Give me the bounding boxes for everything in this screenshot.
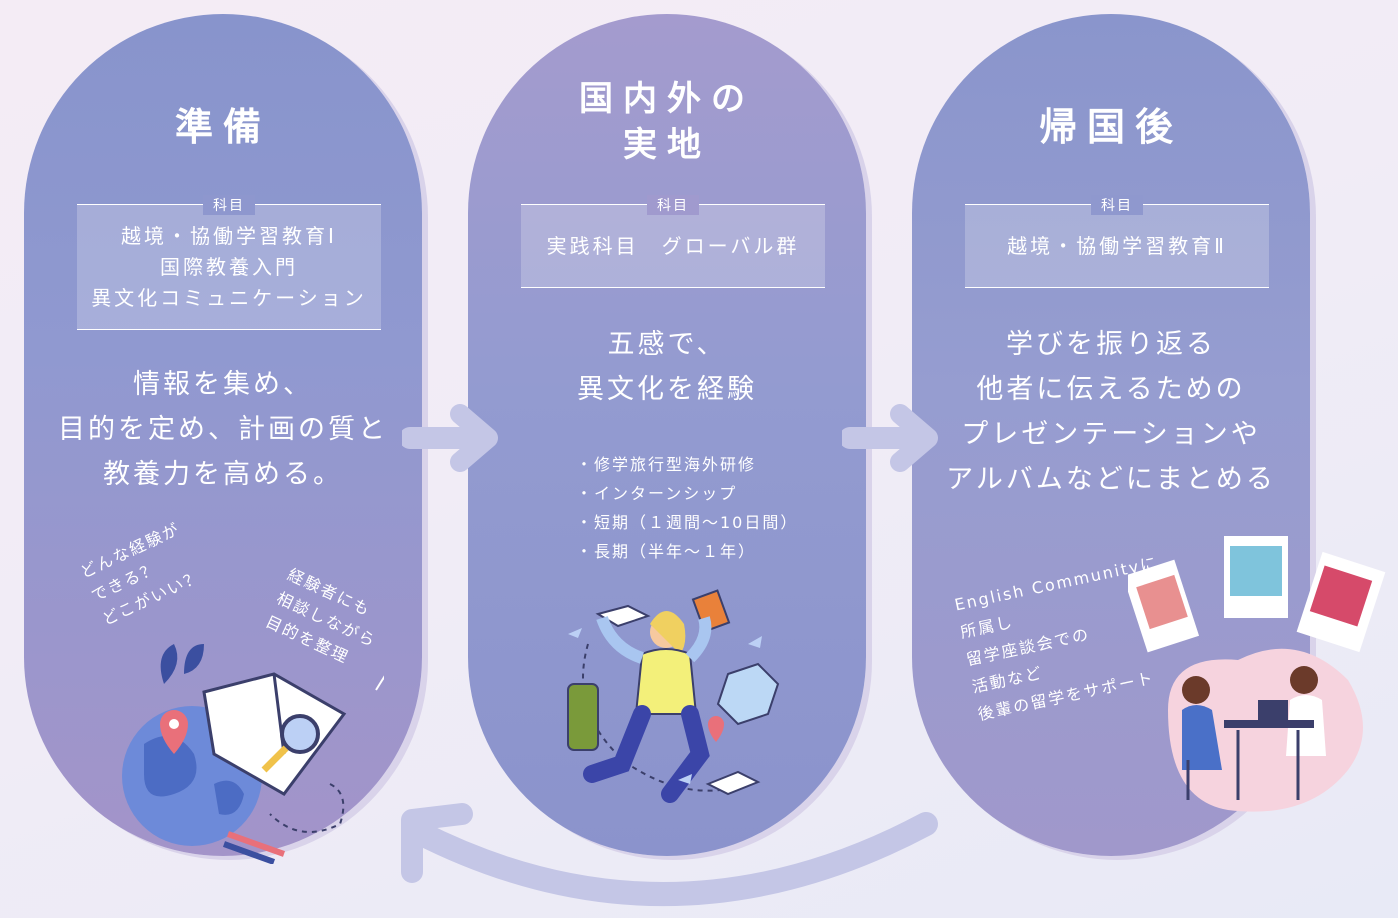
lead-line: 教養力を高める。 <box>103 459 343 490</box>
map-pin-icon <box>708 716 724 742</box>
study-illustration <box>122 644 384 864</box>
stage-lead: 五感で、 異文化を経験 <box>468 322 866 412</box>
program-list: ・修学旅行型海外研修 ・インターンシップ ・短期（１週間～10日間） ・長期（半… <box>576 450 798 566</box>
laptop-icon <box>1258 700 1288 720</box>
lead-line: 他者に伝えるための <box>976 374 1246 405</box>
arrow-head <box>890 404 938 472</box>
dashed-path <box>269 783 345 833</box>
map-icon <box>716 662 780 726</box>
traveler-arm <box>596 615 645 664</box>
subject-item: 実践科目 グローバル群 <box>546 234 800 258</box>
lead-line: アルバムなどにまとめる <box>946 464 1276 495</box>
traveler-legs <box>583 705 710 803</box>
person-head <box>1182 676 1210 704</box>
photo-image <box>1136 574 1188 630</box>
presentation-illustration <box>1128 536 1386 812</box>
pencil-icon <box>226 831 286 857</box>
stage-title: 帰国後 <box>912 96 1310 151</box>
traveler-arm <box>685 616 712 663</box>
forward-arrow-icon <box>402 404 498 472</box>
accent-line <box>375 675 384 691</box>
stage-title: 国内外の 実地 <box>468 76 866 168</box>
subject-box: 科目 越境・協働学習教育Ⅱ <box>965 195 1269 288</box>
return-arrow-icon <box>401 803 938 906</box>
traveler-shirt <box>634 648 698 715</box>
stage-title: 準備 <box>24 96 422 151</box>
subject-box: 科目 実践科目 グローバル群 <box>521 195 825 288</box>
book-icon <box>595 604 651 628</box>
lead-line: 学びを振り返る <box>1006 329 1216 360</box>
stage-title-line: 実地 <box>623 125 711 165</box>
program-item: ・長期（半年～１年） <box>576 542 757 561</box>
stage-lead: 情報を集め、 目的を定め、計画の質と 教養力を高める。 <box>24 362 422 497</box>
lead-line: 異文化を経験 <box>577 374 757 405</box>
magnifier-icon <box>280 714 320 754</box>
leaf-icon <box>160 644 204 684</box>
globe-land <box>144 736 244 815</box>
table-icon <box>1224 720 1314 728</box>
subject-item: 越境・協働学習教育Ⅱ <box>1007 234 1227 258</box>
open-book-icon <box>202 672 347 796</box>
subject-box: 科目 越境・協働学習教育Ⅰ 国際教養入門 異文化コミュニケーション <box>77 195 381 330</box>
photo-image <box>1230 546 1282 596</box>
subject-tag: 科目 <box>647 195 699 215</box>
program-item: ・短期（１週間～10日間） <box>576 513 799 532</box>
forward-arrow-icon <box>842 404 938 472</box>
subject-tag: 科目 <box>203 195 255 215</box>
arrow-head <box>401 803 473 883</box>
stage-lead: 学びを振り返る 他者に伝えるための プレゼンテーションや アルバムなどにまとめる <box>912 322 1310 502</box>
lead-line: 情報を集め、 <box>133 369 313 400</box>
lead-line: 五感で、 <box>607 329 727 360</box>
arrow-curve <box>406 812 938 906</box>
traveler-illustration <box>567 589 780 803</box>
stage-fieldwork: 国内外の 実地 科目 実践科目 グローバル群 五感で、 異文化を経験 ・修学旅行… <box>468 14 866 856</box>
traveler-hair <box>650 611 686 654</box>
book-icon <box>705 770 761 796</box>
lead-line: プレゼンテーションや <box>961 419 1261 450</box>
program-item: ・修学旅行型海外研修 <box>576 455 757 474</box>
map-pin-dot <box>169 719 179 729</box>
map-pin-icon <box>160 710 188 754</box>
lead-line: 目的を定め、計画の質と <box>58 414 388 445</box>
stage-title-line: 国内外の <box>579 79 755 119</box>
person-body <box>1182 705 1222 770</box>
subject-item: 越境・協働学習教育Ⅰ <box>121 224 337 248</box>
arrow-head <box>450 404 498 472</box>
subject-item: 異文化コミュニケーション <box>91 286 367 310</box>
stage-preparation: 準備 科目 越境・協働学習教育Ⅰ 国際教養入門 異文化コミュニケーション 情報を… <box>24 14 422 864</box>
subject-item: 国際教養入門 <box>160 255 298 279</box>
photo-image <box>1309 565 1373 627</box>
note-question: どんな経験が できる？ どこがいい？ <box>76 516 207 632</box>
suitcase-icon <box>567 683 599 751</box>
stage-title-line: 帰国後 <box>1038 105 1183 149</box>
magnifier-handle <box>261 745 289 773</box>
subject-tag: 科目 <box>1091 195 1143 215</box>
pencil-icon <box>222 841 276 864</box>
person-head <box>1290 666 1318 694</box>
program-item: ・インターンシップ <box>576 484 738 503</box>
furniture-leg <box>1186 730 1300 800</box>
stage-title-line: 準備 <box>174 105 271 149</box>
